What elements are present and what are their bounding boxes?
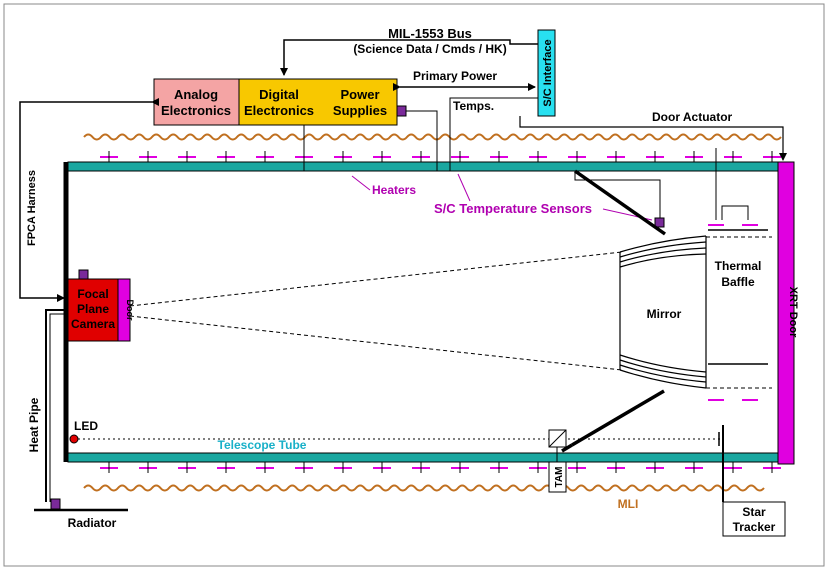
tam-mirror-diagonal <box>548 429 567 448</box>
led-label: LED <box>74 419 98 433</box>
bus-subtitle: (Science Data / Cmds / HK) <box>353 42 506 56</box>
xrt-door-label: XRT Door <box>787 287 799 338</box>
temps-line <box>449 97 538 171</box>
camera-connector <box>78 269 89 280</box>
fpca-harness-line <box>19 98 159 302</box>
mirror-support-bottom <box>571 389 665 447</box>
telescope-tube-label: Telescope Tube <box>218 438 307 452</box>
mli-blanket-top <box>83 133 782 141</box>
xray-path-lower <box>129 315 623 371</box>
camera-label-1: Focal <box>77 287 108 301</box>
temps-label: Temps. <box>453 99 494 113</box>
sc-interface-box <box>537 29 556 117</box>
heater-pads-bottom <box>100 462 781 473</box>
heat-pipe-inner <box>49 313 66 502</box>
star-tracker-box <box>722 501 786 537</box>
camera-label-3: Camera <box>71 317 115 331</box>
tam-support <box>561 443 573 453</box>
focal-plane-camera <box>67 278 119 342</box>
primary-power-label: Primary Power <box>413 69 497 83</box>
star-tracker-label-2: Tracker <box>733 520 776 534</box>
heat-pipe <box>45 309 66 502</box>
camera-door <box>117 278 131 342</box>
heaters-leader <box>351 175 371 191</box>
temp-sensors-leader-1 <box>457 173 471 202</box>
heaters-label: Heaters <box>372 183 416 197</box>
thermal-baffle <box>706 229 772 389</box>
led-dot <box>69 434 79 444</box>
tube-wall-top <box>67 161 779 172</box>
tube-wall-bottom <box>67 452 779 463</box>
sensor-lead-mirror <box>574 171 661 218</box>
outer-frame <box>3 3 825 567</box>
sc-interface-label: S/C Interface <box>542 39 554 106</box>
analog-electronics-label-2: Electronics <box>161 103 231 118</box>
analog-electronics-box <box>153 78 240 126</box>
power-supplies-label-1: Power <box>340 87 379 102</box>
analog-electronics-label-1: Analog <box>174 87 218 102</box>
baffle-heater-bracket <box>721 205 749 220</box>
door-actuator-label: Door Actuator <box>652 110 733 124</box>
temp-sensors-label: S/C Temperature Sensors <box>434 201 592 216</box>
camera-label-2: Plane <box>77 302 109 316</box>
mli-blanket-bottom <box>83 484 765 492</box>
power-supplies-label-2: Supplies <box>333 103 387 118</box>
thermal-baffle-label-2: Baffle <box>721 275 755 289</box>
door-actuator-line <box>519 116 787 161</box>
radiator-label: Radiator <box>68 516 117 530</box>
heater-pads-top <box>100 151 781 162</box>
xray-path-upper <box>129 251 623 307</box>
heat-pipe-label: Heat Pipe <box>27 397 41 452</box>
mirror-support-top <box>573 169 667 236</box>
mli-label: MLI <box>618 497 639 511</box>
digital-electronics-label-1: Digital <box>259 87 299 102</box>
power-connector <box>396 105 407 117</box>
mirror-temp-sensor <box>654 217 665 228</box>
digital-power-box <box>238 78 398 126</box>
mirror-label: Mirror <box>647 307 682 321</box>
camera-door-label: Door <box>125 300 135 321</box>
tam-label: TAM <box>554 467 565 488</box>
xrt-door <box>777 161 795 465</box>
bus-line <box>280 39 538 76</box>
radiator-connector <box>50 498 61 510</box>
thermal-baffle-label-1: Thermal <box>715 259 762 273</box>
fpca-harness-label: FPCA Harness <box>26 170 38 246</box>
sensor-lead-2 <box>406 110 438 171</box>
mirror-shells <box>619 235 707 389</box>
bus-title: MIL-1553 Bus <box>388 26 472 41</box>
star-tracker-label-1: Star <box>742 505 766 519</box>
digital-electronics-label-2: Electronics <box>244 103 314 118</box>
